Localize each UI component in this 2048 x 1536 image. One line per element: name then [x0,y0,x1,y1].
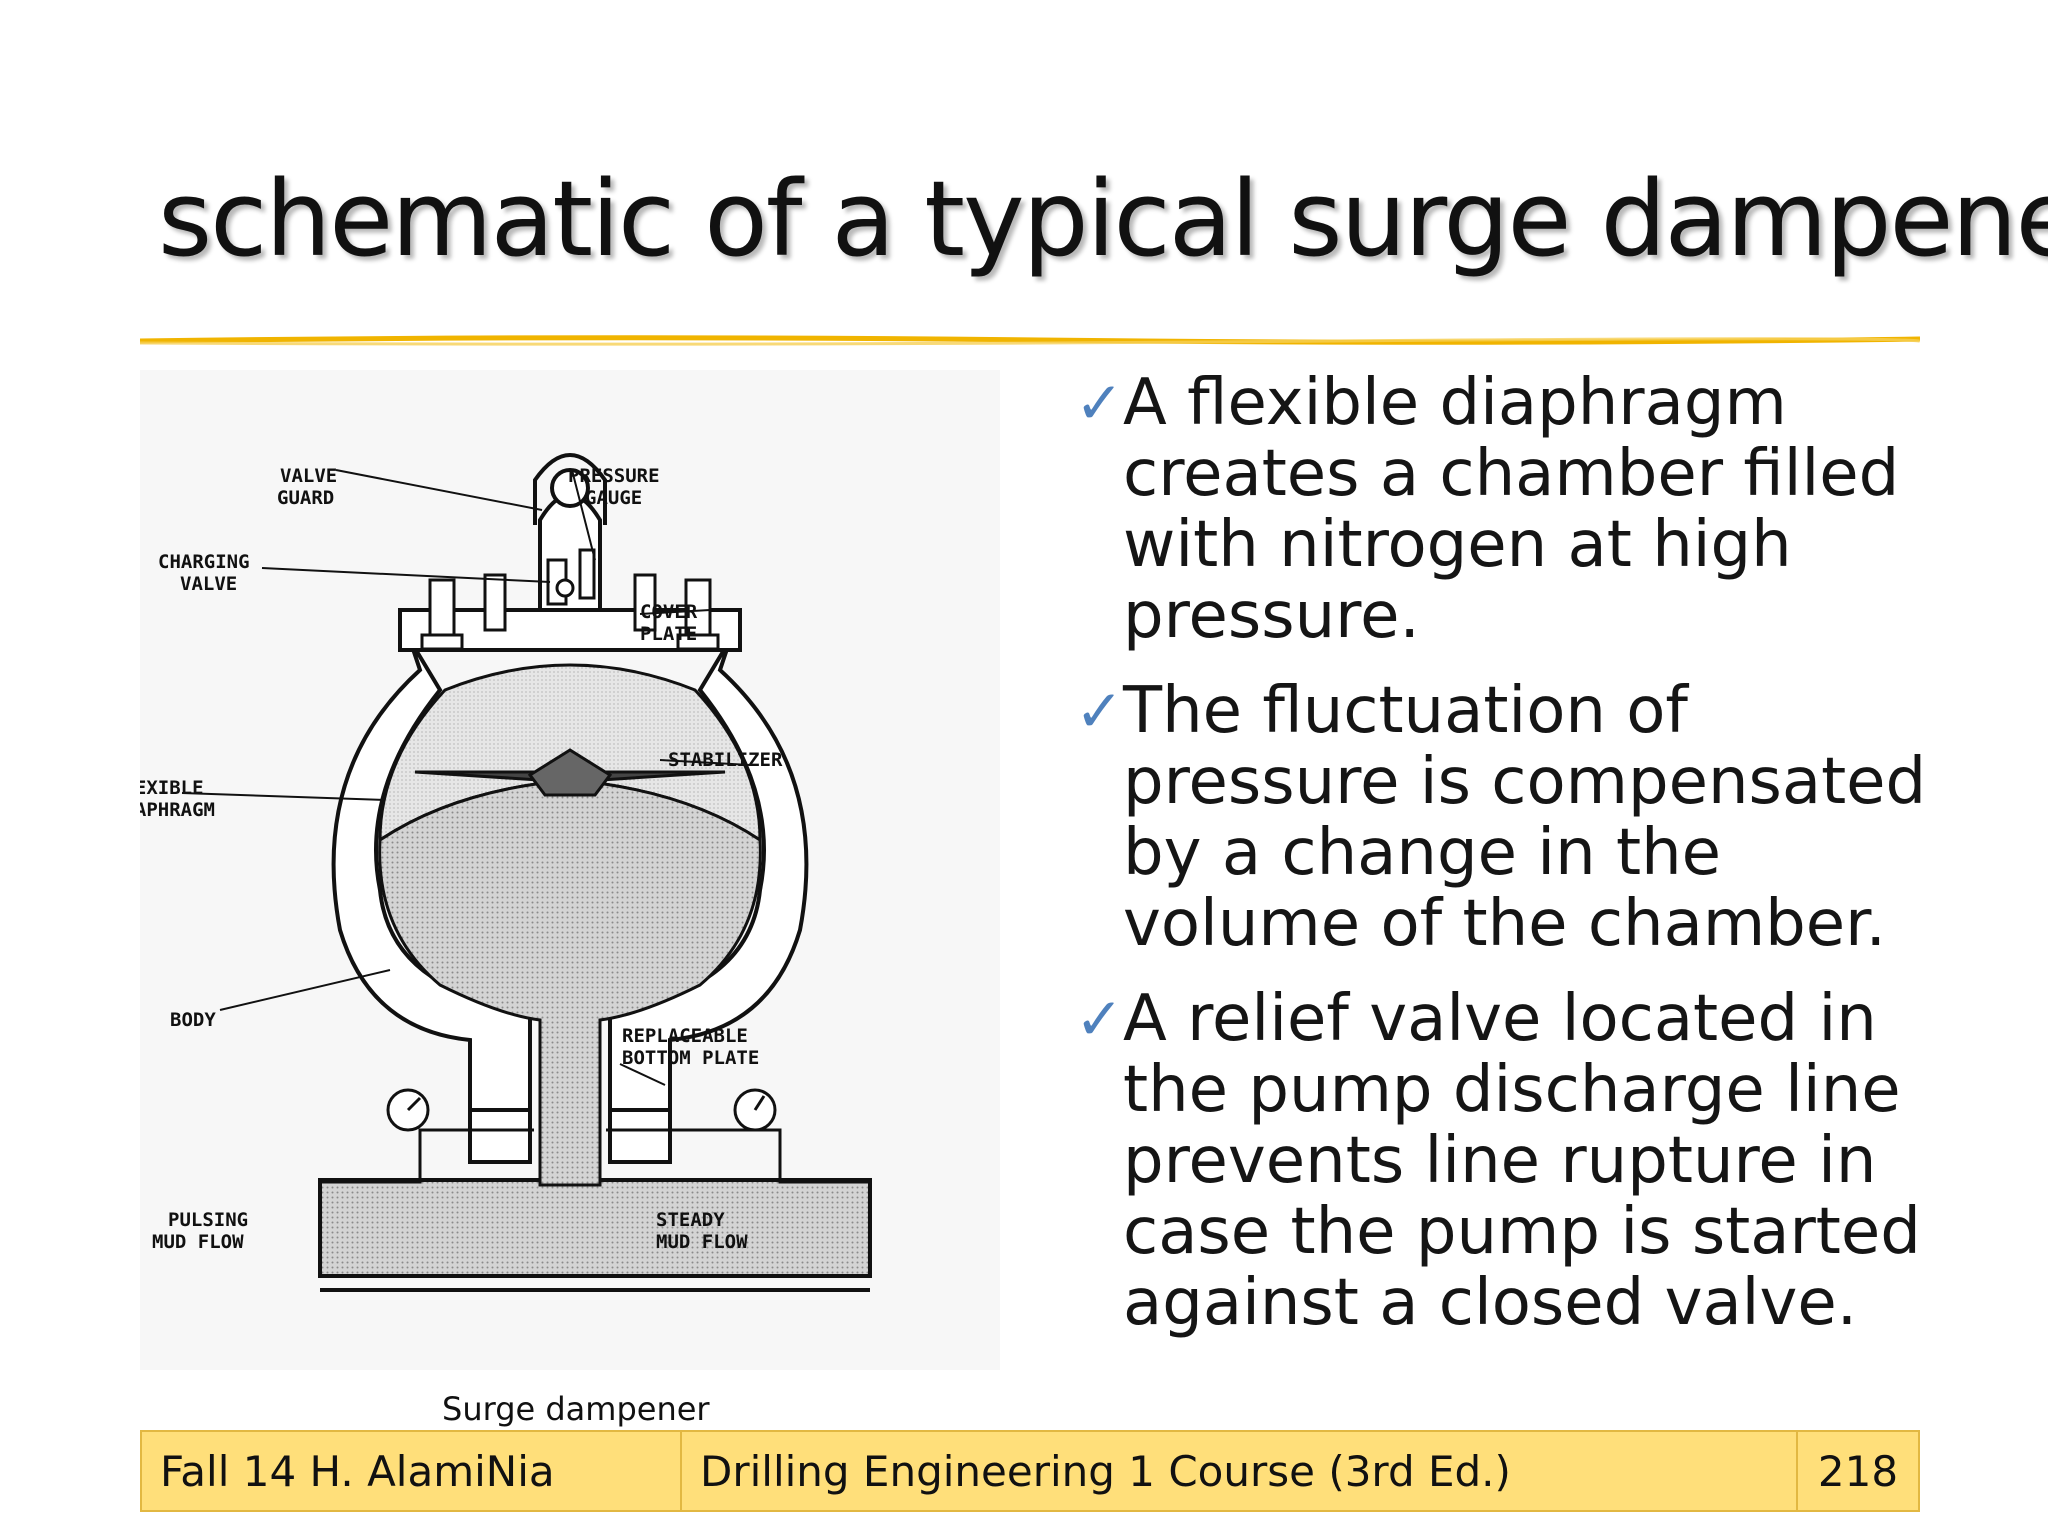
label-pressure-gauge: GAUGE [585,487,642,509]
bottom-plate [468,1108,532,1164]
label-charging-valve: CHARGING [158,551,250,573]
check-icon: ✓ [1075,369,1124,437]
footer-author: Fall 14 H. AlamiNia [142,1432,682,1510]
footer-bar: Fall 14 H. AlamiNia Drilling Engineering… [140,1430,1920,1512]
label-body: BODY [170,1009,216,1031]
label-pressure-gauge: PRESSURE [568,465,660,487]
pressure-gauge [578,548,596,600]
bullet-text: A flexible diaphragm creates a chamber f… [1123,366,1900,653]
label-steady-mud-flow: MUD FLOW [656,1231,748,1253]
label-flexible-diaphragm: FLEXIBLE [140,777,204,799]
label-pulsing-mud-flow: PULSING [168,1209,248,1231]
slide-title: schematic of a typical surge dampener [158,158,2048,280]
label-charging-valve: VALVE [180,573,237,595]
label-replaceable-bottom-plate: REPLACEABLE [622,1025,748,1047]
bullet-item: ✓ A flexible diaphragm creates a chamber… [1075,368,1975,652]
label-valve-guard: VALVE [280,465,337,487]
label-cover-plate: PLATE [640,623,697,645]
label-valve-guard: GUARD [277,487,334,509]
check-icon: ✓ [1075,677,1124,745]
bullet-text: A relief valve located in the pump disch… [1123,982,1921,1340]
bullet-item: ✓ A relief valve located in the pump dis… [1075,984,1975,1339]
label-cover-plate: COVER [640,601,698,623]
title-underline [140,335,1920,346]
label-stabilizer: STABILIZER [668,749,783,771]
footer-course: Drilling Engineering 1 Course (3rd Ed.) [682,1432,1798,1510]
label-flexible-diaphragm: DIAPHRAGM [140,799,215,821]
bullet-text: The fluctuation of pressure is compensat… [1123,674,1927,961]
page-number: 218 [1817,1446,1899,1496]
label-steady-mud-flow: STEADY [656,1209,725,1231]
label-replaceable-bottom-plate: BOTTOM PLATE [622,1047,759,1069]
figure-caption: Surge dampener [442,1390,710,1428]
mud-pipe [318,1178,872,1278]
bullet-item: ✓ The fluctuation of pressure is compens… [1075,676,1975,960]
label-pulsing-mud-flow: MUD FLOW [152,1231,244,1253]
surge-dampener-diagram: VALVE GUARD PRESSURE GAUGE CHARGING VALV… [140,370,1000,1370]
bullet-list: ✓ A flexible diaphragm creates a chamber… [1075,368,1975,1363]
check-icon: ✓ [1075,985,1124,1053]
